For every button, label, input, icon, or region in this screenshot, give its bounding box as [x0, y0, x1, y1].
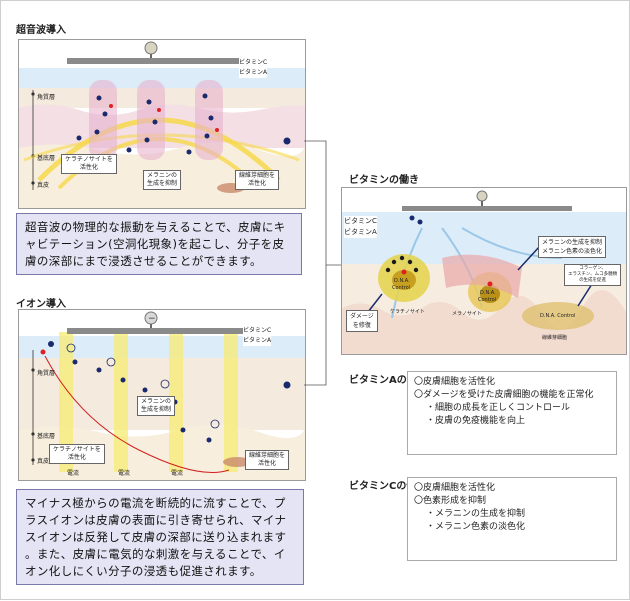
effect-item: 〇ダメージを受けた皮膚細胞の機能を正常化	[414, 390, 594, 400]
bubble-melanin: メラニンの生成を抑制	[137, 396, 176, 416]
ultrasound-diagram: ビタミンC ビタミンA 角質層 基底層 真皮 ケラチノサイトを活性化 メラニンの…	[18, 39, 306, 209]
dna-label: D.N.A.	[480, 290, 496, 296]
ion-description: マイナス極からの電流を断続的に流すことで、プ ラスイオンは皮膚の表面に引き寄せら…	[16, 489, 304, 585]
fibroblast-label: 線維芽細胞	[542, 335, 568, 341]
legend-vita: ビタミンA	[239, 69, 268, 76]
current-label: 電流	[67, 470, 80, 477]
vitamin-c-effects: 〇皮膚細胞を活性化 〇色素形成を抑制 ・メラニンの生成を抑制 ・メラニン色素の淡…	[407, 477, 617, 561]
ion-skin-svg: −	[19, 311, 305, 480]
dna-control-label: D.N.A. Control	[540, 313, 576, 319]
legend-vitc: ビタミンC	[344, 217, 377, 225]
effect-subitem: ・細胞の成長を正しくコントロール	[426, 403, 571, 413]
vitamin-action-diagram: ビタミンC ビタミンA D.N.A. Control D.N.A. Contro…	[341, 187, 627, 355]
dna-label: D.N.A.	[394, 278, 410, 284]
layer-dermis: 真皮	[37, 458, 50, 465]
callout-damage: ダメージを修復	[346, 310, 378, 332]
melanocyte-label: メラノサイト	[452, 311, 482, 317]
legend-vitc: ビタミンC	[239, 59, 268, 66]
current-label: 電流	[118, 470, 131, 477]
effect-subitem: ・皮膚の免疫機能を向上	[426, 416, 526, 426]
bubble-keratinocyte: ケラチノサイトを活性化	[49, 444, 105, 464]
layer-dermis: 真皮	[37, 182, 50, 189]
layer-stratum-corneum: 角質層	[37, 94, 56, 101]
bubble-keratinocyte: ケラチノサイトを活性化	[61, 154, 117, 174]
legend-vitc: ビタミンC	[243, 327, 272, 334]
ultrasound-title: 超音波導入	[16, 25, 66, 36]
ion-diagram: − ビタミンC ビタミンA 角質層 基底層 真皮 電流 電流 電流 メラニンの生…	[18, 309, 306, 481]
effect-item: 〇皮膚細胞を活性化	[414, 483, 496, 493]
effect-subitem: ・メラニン色素の淡色化	[426, 522, 526, 532]
layer-basal: 基底層	[37, 433, 56, 440]
layer-stratum-corneum: 角質層	[37, 370, 56, 377]
vitamin-c-title: ビタミンCの働き	[349, 481, 427, 492]
keratinocyte-label: ケラチノサイト	[390, 309, 425, 315]
vitamin-a-effects: 〇皮膚細胞を活性化 〇ダメージを受けた皮膚細胞の機能を正常化 ・細胞の成長を正し…	[407, 371, 617, 455]
effect-item: 〇色素形成を抑制	[414, 496, 487, 506]
ion-title: イオン導入	[16, 299, 66, 310]
control-label: Control	[478, 297, 497, 303]
layer-basal: 基底層	[37, 155, 56, 162]
vitamin-action-svg	[342, 190, 626, 354]
effect-item: 〇皮膚細胞を活性化	[414, 377, 496, 387]
callout-melanin: メラニンの生成を抑制メラニン色素の淡色化	[538, 236, 607, 258]
callout-collagen: コラーゲン、エラスチン、ムコ多糖類の生成を促進	[564, 264, 622, 286]
bubble-melanin: メラニンの生成を抑制	[143, 170, 182, 190]
legend-vita: ビタミンA	[243, 337, 272, 344]
bubble-fibroblast: 線維芽細胞を活性化	[235, 170, 280, 190]
ion-legend: ビタミンC ビタミンA	[243, 326, 272, 346]
ultrasound-description: 超音波の物理的な振動を与えることで、皮膚にキ ャビテーション(空洞化現象)を起こ…	[16, 213, 302, 275]
svg-text:−: −	[148, 314, 156, 324]
vitamin-action-legend: ビタミンC ビタミンA	[344, 216, 377, 238]
current-label: 電流	[171, 470, 184, 477]
bubble-fibroblast: 線維芽細胞を活性化	[245, 450, 290, 470]
ultrasound-legend: ビタミンC ビタミンA	[239, 58, 268, 78]
vitamin-a-title: ビタミンAの働き	[349, 375, 427, 386]
control-label: Control	[392, 285, 411, 291]
effect-subitem: ・メラニンの生成を抑制	[426, 509, 526, 519]
vitamin-action-title: ビタミンの働き	[349, 175, 419, 186]
legend-vita: ビタミンA	[344, 228, 377, 236]
